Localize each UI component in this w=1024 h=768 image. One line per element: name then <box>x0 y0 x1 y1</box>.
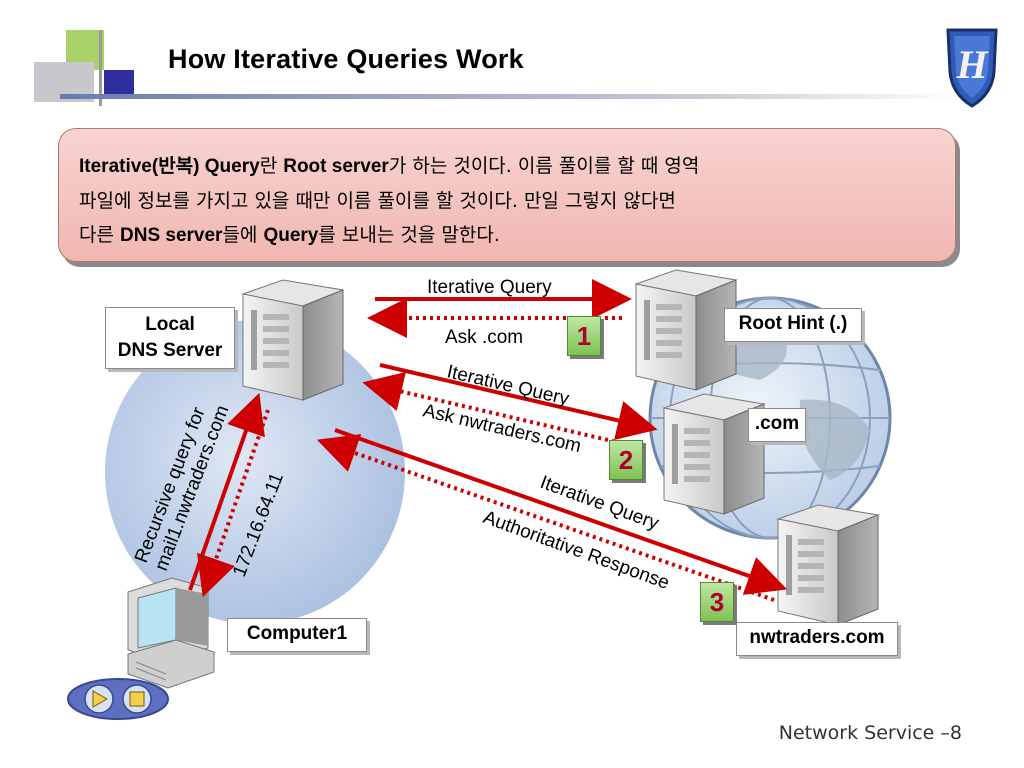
stop-icon <box>129 691 145 707</box>
step-badge-1: 1 <box>567 316 601 356</box>
step-badge-2: 2 <box>609 440 643 480</box>
shield-logo-icon: H <box>946 28 998 108</box>
root-hint-server-icon <box>635 269 737 391</box>
arrow-ask-nwtraders <box>362 372 643 450</box>
local-dns-server-icon <box>242 279 344 401</box>
local-dns-server-label: Local DNS Server <box>105 307 235 369</box>
arrow-iterative-query-2 <box>379 363 658 441</box>
computer-icon <box>127 577 215 689</box>
definition-text: Iterative(반복) Query란 Root server가 하는 것이다… <box>79 149 941 253</box>
com-server-label: .com <box>748 408 806 442</box>
local-dns-server-label-line2: DNS Server <box>117 340 223 361</box>
term-dns-server: DNS server <box>120 225 223 246</box>
nwtraders-label: nwtraders.com <box>736 622 898 656</box>
arrow-authoritative-response <box>316 434 775 602</box>
label-ask-com: Ask .com <box>445 327 523 348</box>
local-network-bubble <box>105 320 405 624</box>
definition-fragment: 다른 <box>79 224 120 246</box>
definition-fragment: 가 하는 것이다. 이름 풀이를 할 때 영역 <box>388 155 700 177</box>
local-dns-server-label-line1: Local <box>145 314 195 335</box>
play-button[interactable] <box>84 684 114 714</box>
header-square-blue <box>104 70 134 96</box>
label-iterative-query-2: Iterative Query <box>445 361 572 410</box>
term-query: Query <box>263 225 319 246</box>
svg-text:H: H <box>955 42 989 87</box>
definition-fragment: 를 보내는 것을 말한다. <box>318 224 500 246</box>
root-hint-label: Root Hint (.) <box>724 308 862 342</box>
definition-line-2: 파일에 정보를 가지고 있을 때만 이름 풀이를 할 것이다. 만일 그렇지 않… <box>79 190 676 212</box>
label-iterative-query-1: Iterative Query <box>427 277 552 298</box>
nwtraders-server-icon <box>777 504 879 626</box>
definition-fragment: 란 <box>259 155 284 177</box>
term-root-server: Root server <box>283 156 389 177</box>
arrow-iterative-query-3 <box>334 428 788 595</box>
page-title: How Iterative Queries Work <box>168 44 524 74</box>
header-vertical-line <box>99 30 102 106</box>
media-controls <box>67 678 169 720</box>
header-decoration <box>34 30 960 106</box>
definition-line-3: 다른 DNS server들에 Query를 보내는 것을 말한다. <box>79 218 941 253</box>
header-underline <box>60 94 960 99</box>
definition-fragment: 들에 <box>222 224 264 246</box>
computer1-label: Computer1 <box>227 618 367 652</box>
footer-page-label: Network Service –8 <box>778 722 962 744</box>
play-icon <box>92 690 109 708</box>
arrow-answer <box>197 409 270 598</box>
term-iterative-query: Iterative(반복) Query <box>79 156 260 177</box>
step-badge-3: 3 <box>700 582 734 622</box>
stop-button[interactable] <box>122 684 152 714</box>
definition-callout: Iterative(반복) Query란 Root server가 하는 것이다… <box>58 128 956 262</box>
definition-line-1: Iterative(반복) Query란 Root server가 하는 것이다… <box>79 149 941 184</box>
